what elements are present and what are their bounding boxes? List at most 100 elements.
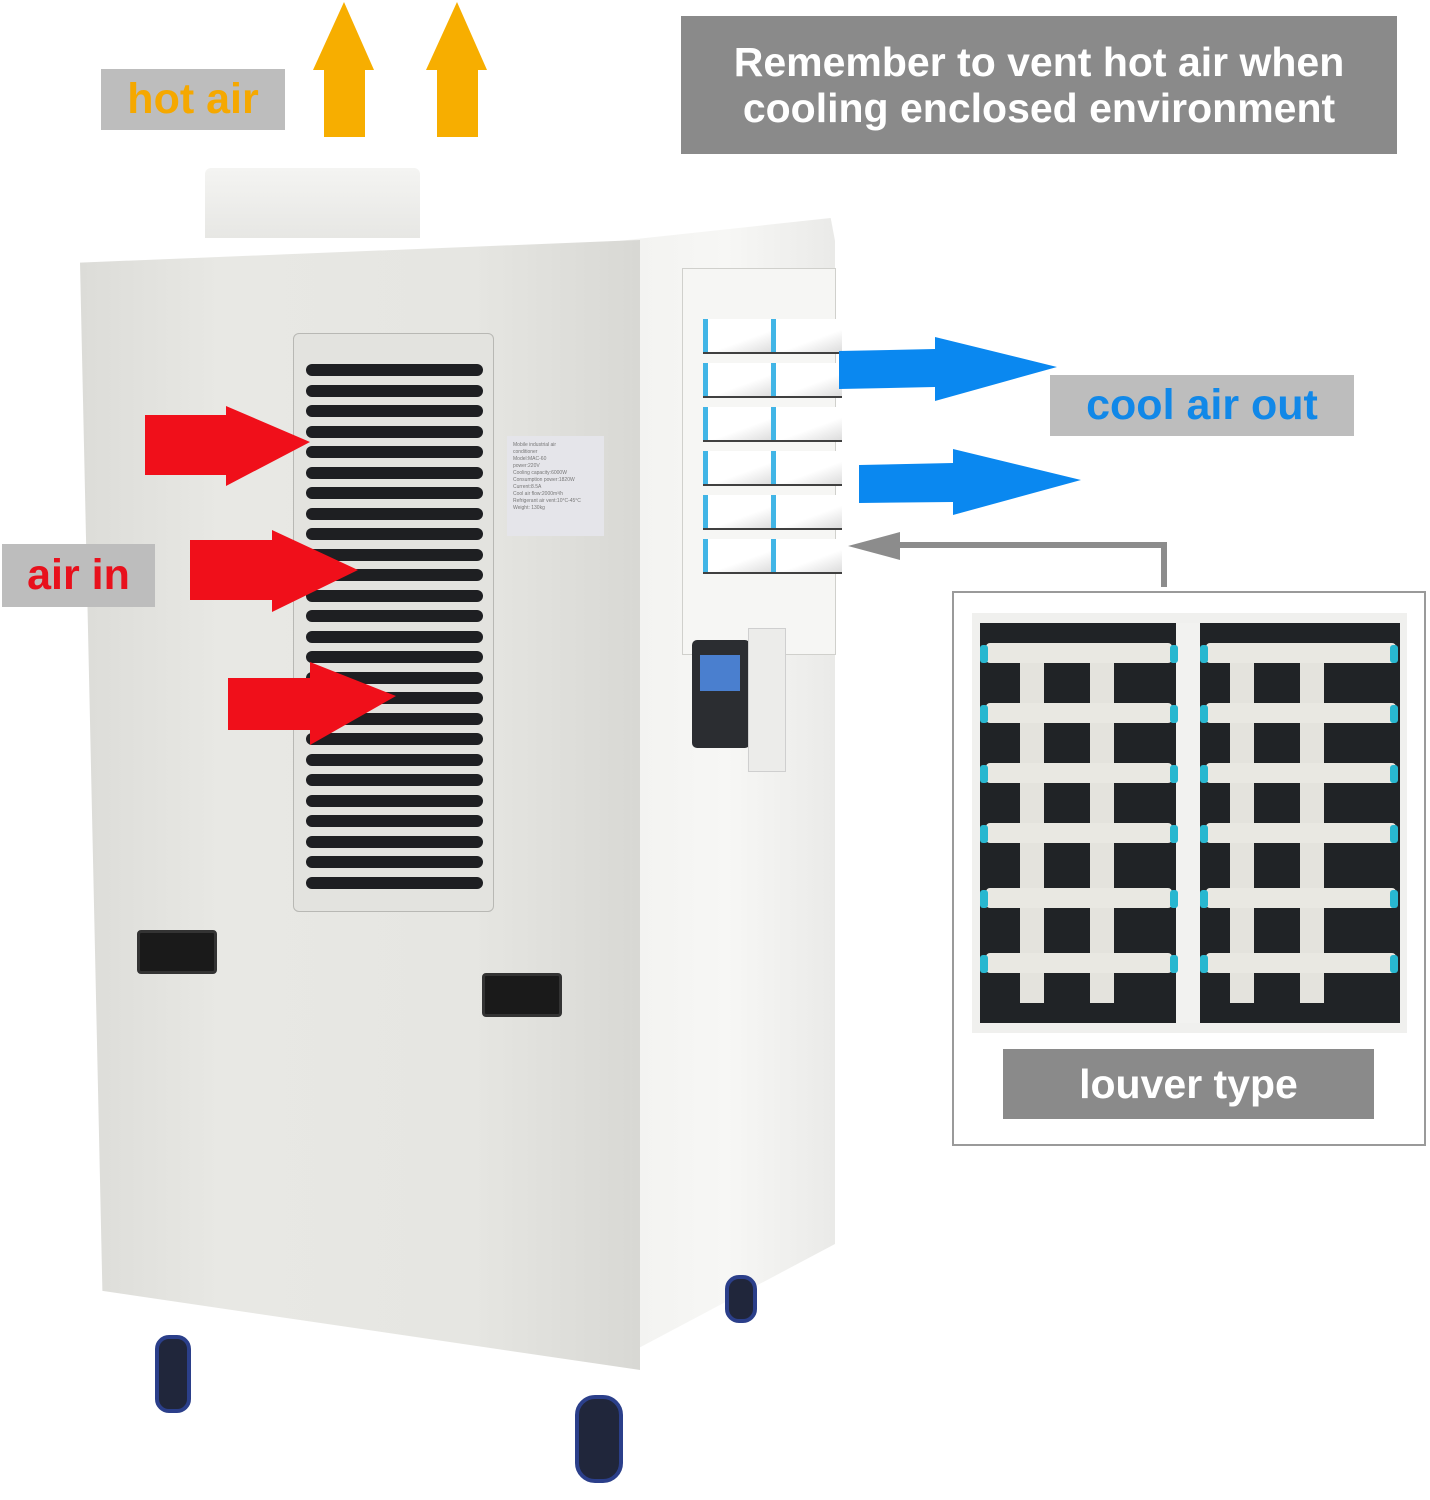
hot-air-exhaust-collar — [205, 168, 420, 238]
louver-clip — [1200, 890, 1208, 908]
louver-horizontal-vane — [1206, 823, 1396, 843]
louver-blade[interactable] — [703, 407, 774, 440]
cool-air-outlet-louvers — [682, 268, 842, 655]
louver-clip — [1170, 825, 1178, 843]
louver-horizontal-vane — [1206, 643, 1396, 663]
handle-right — [482, 973, 562, 1017]
grille-slot — [306, 425, 483, 438]
spec-line: Refrigerant air vent:10°C-45°C — [513, 498, 581, 504]
louver-clip — [1200, 955, 1208, 973]
louver-clip — [980, 890, 988, 908]
louver-clip — [1170, 705, 1178, 723]
louver-clip — [1200, 645, 1208, 663]
grille-slot — [306, 733, 483, 745]
louver-horizontal-vane — [986, 703, 1172, 723]
spec-line: Mobile industrial air — [513, 442, 557, 448]
control-display — [700, 655, 740, 691]
arrow-right-icon — [859, 449, 1081, 515]
louver-pointer-arrow — [848, 532, 1167, 587]
spec-plate — [748, 628, 786, 772]
grille-slot — [306, 384, 483, 397]
spec-line: conditioner — [513, 449, 538, 455]
louver-clip — [1390, 645, 1398, 663]
arrow-right-icon — [228, 662, 396, 745]
arrow-right-icon — [190, 530, 358, 612]
cool-air-arrows — [839, 337, 1081, 515]
cool-air-out-label: cool air out — [1050, 375, 1354, 436]
louver-clip — [1390, 705, 1398, 723]
grille-slot — [306, 856, 483, 868]
grille-slot — [306, 630, 483, 643]
louver-blade[interactable] — [703, 539, 774, 572]
louver-blade[interactable] — [771, 539, 842, 572]
hot-air-label: hot air — [101, 69, 285, 130]
louver-blade[interactable] — [703, 319, 774, 352]
louver-blade[interactable] — [771, 407, 842, 440]
louver-clip — [1390, 955, 1398, 973]
caster-wheel-front-right — [575, 1395, 623, 1483]
air-in-arrows — [145, 406, 396, 745]
grille-slot — [306, 487, 483, 499]
louver-clip — [980, 645, 988, 663]
louver-clip — [1390, 890, 1398, 908]
louver-clip — [980, 825, 988, 843]
vent-reminder-banner: Remember to vent hot air when cooling en… — [681, 16, 1397, 154]
spec-line: power:220V — [513, 463, 540, 469]
grille-slot — [306, 815, 483, 827]
louver-clip — [1170, 890, 1178, 908]
louver-horizontal-vane — [986, 953, 1172, 973]
louver-type-label: louver type — [1003, 1049, 1374, 1119]
grille-slot — [306, 589, 483, 602]
grille-slot — [306, 794, 483, 807]
grille-slot — [306, 876, 483, 889]
louver-horizontal-vane — [986, 888, 1172, 908]
louver-blade[interactable] — [703, 495, 774, 528]
grille-slot — [306, 364, 483, 376]
louver-blade[interactable] — [771, 363, 842, 396]
arrow-up-icon — [313, 2, 374, 137]
louver-clip — [1200, 765, 1208, 783]
louver-blade[interactable] — [771, 495, 842, 528]
banner-line-2: cooling enclosed environment — [742, 85, 1336, 131]
louver-clip — [1170, 645, 1178, 663]
louver-horizontal-vane — [986, 763, 1172, 783]
louver-blade[interactable] — [771, 451, 842, 484]
louver-horizontal-vane — [1206, 953, 1396, 973]
louver-clip — [980, 955, 988, 973]
louver-clip — [1200, 705, 1208, 723]
air-intake-grille — [293, 333, 494, 912]
grille-slot — [306, 835, 483, 848]
air-in-label: air in — [2, 544, 155, 607]
louver-blade[interactable] — [703, 451, 774, 484]
arrow-right-icon — [839, 337, 1057, 401]
louver-clip — [1170, 765, 1178, 783]
grille-slot — [306, 753, 483, 766]
arrow-up-icon — [426, 2, 487, 137]
arrow-right-icon — [145, 406, 310, 486]
banner-line-1: Remember to vent hot air when — [733, 39, 1345, 85]
grille-slot — [306, 610, 483, 622]
caster-wheel-front-left — [155, 1335, 191, 1413]
spec-line: Cool air flow:2000m³/h — [513, 491, 564, 497]
grille-slot — [306, 466, 483, 479]
louver-blade[interactable] — [703, 363, 774, 396]
louver-clip — [1170, 955, 1178, 973]
louver-blade[interactable] — [771, 319, 842, 352]
spec-line: Weight: 130kg — [513, 505, 545, 511]
louver-clip — [1390, 765, 1398, 783]
arrow-left-icon — [848, 532, 1167, 587]
grille-slot — [306, 507, 483, 520]
spec-line: Model:MAC-60 — [513, 456, 547, 462]
louver-horizontal-vane — [1206, 888, 1396, 908]
grille-slot — [306, 405, 483, 417]
louver-horizontal-vane — [1206, 703, 1396, 723]
spec-line: Cooling capacity:6000W — [513, 470, 567, 476]
louver-clip — [1200, 825, 1208, 843]
spec-line: Consumption power:1820W — [513, 477, 575, 483]
louver-closeup — [980, 623, 1400, 1023]
louver-horizontal-vane — [986, 823, 1172, 843]
louver-clip — [980, 765, 988, 783]
hot-air-arrows — [313, 2, 487, 137]
grille-slot — [306, 528, 483, 540]
